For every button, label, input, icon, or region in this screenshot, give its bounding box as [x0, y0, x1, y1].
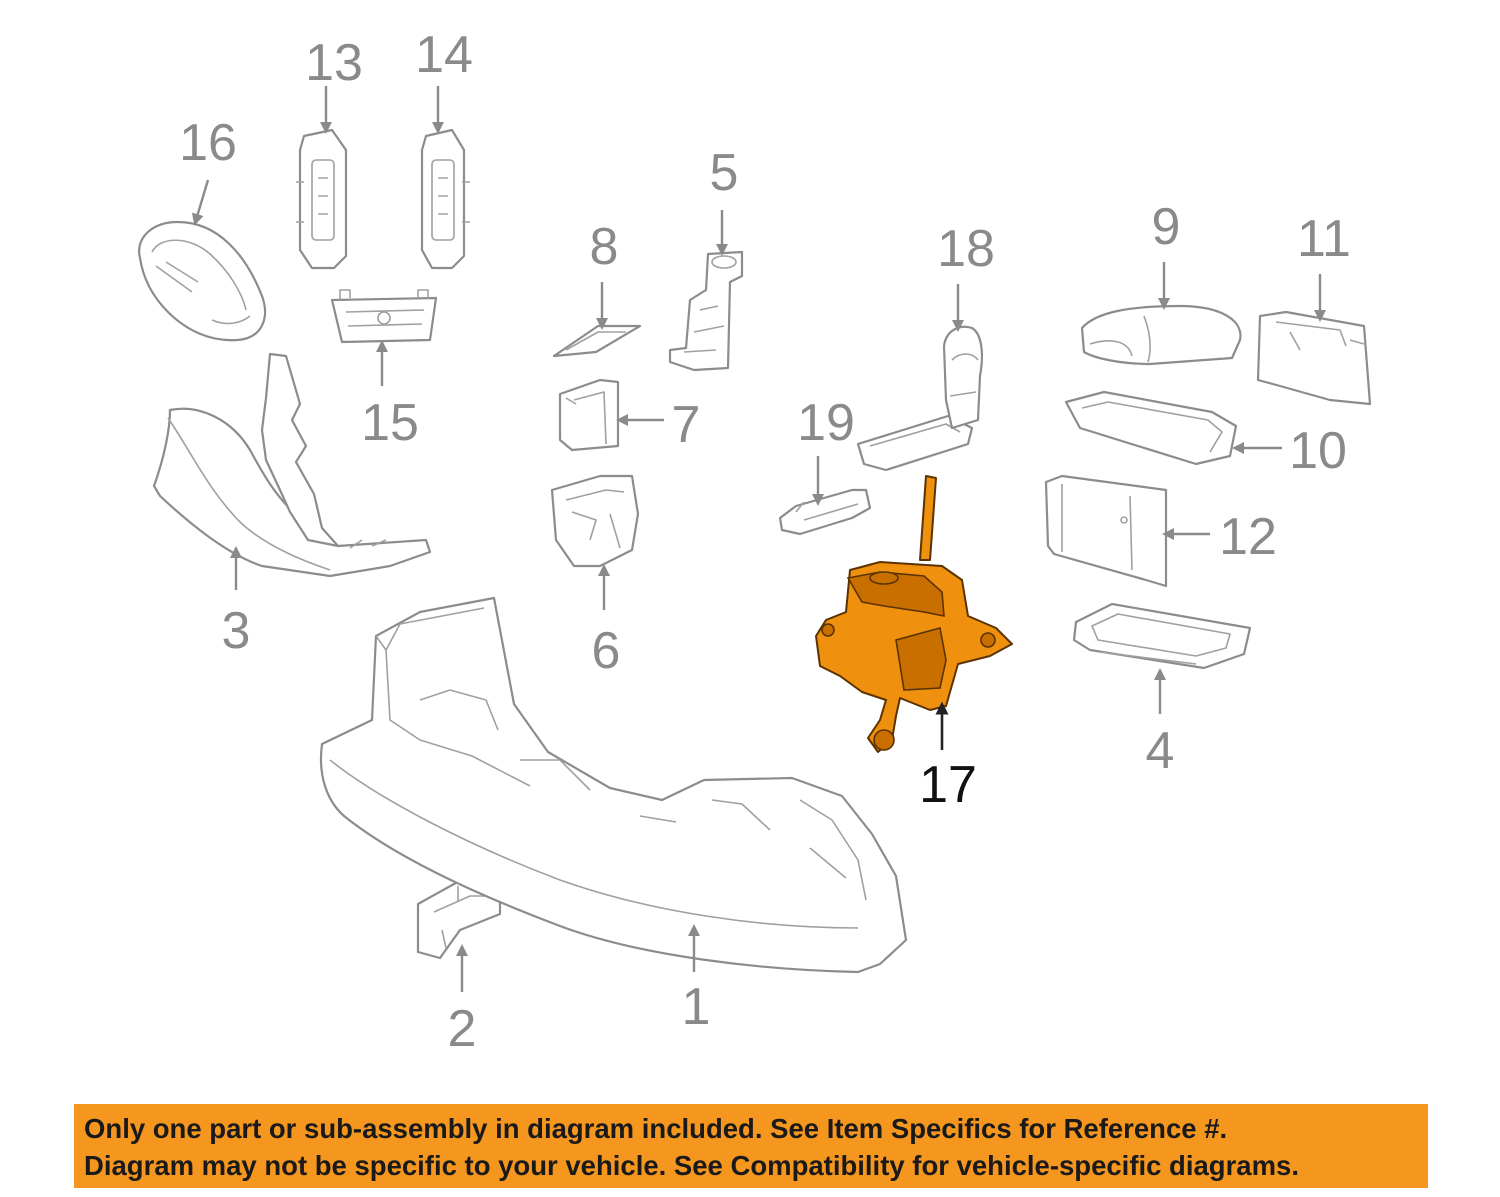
- part-12-side-bracket: [1044, 474, 1168, 588]
- leader-arrows: [191, 86, 1326, 992]
- callout-8: 8: [590, 218, 619, 276]
- part-3-console-trim: [152, 352, 432, 578]
- callout-2: 2: [448, 1000, 477, 1058]
- disclaimer-banner: Only one part or sub-assembly in diagram…: [74, 1104, 1428, 1188]
- disclaimer-line-2: Diagram may not be specific to your vehi…: [84, 1150, 1299, 1181]
- callout-18: 18: [937, 220, 995, 278]
- part-19-switch: [778, 488, 872, 536]
- callout-labels: 16 13 14 15 3 8 5 7 6 19 18 9 11 10 12 4…: [179, 26, 1351, 1058]
- callout-6: 6: [592, 622, 621, 680]
- part-9-armrest-lid: [1080, 304, 1242, 366]
- callout-14: 14: [415, 26, 473, 84]
- part-13-switch-panel: [296, 128, 348, 270]
- part-1-center-console: [319, 596, 908, 974]
- callout-11: 11: [1297, 210, 1351, 268]
- callout-15: 15: [361, 394, 419, 452]
- callout-9: 9: [1152, 198, 1181, 256]
- callout-12: 12: [1219, 508, 1277, 566]
- callout-17: 17: [919, 756, 977, 814]
- parts-diagram: 16 13 14 15 3 8 5 7 6 19 18 9 11 10 12 4…: [138, 26, 1372, 1058]
- callout-7: 7: [672, 396, 701, 454]
- part-17-gear-shift-assembly: [815, 475, 1013, 753]
- part-16-shifter-bezel: [138, 220, 267, 342]
- callout-5: 5: [710, 144, 739, 202]
- callout-4: 4: [1146, 722, 1175, 780]
- part-8-bracket-plate: [552, 324, 642, 358]
- callout-10: 10: [1289, 422, 1347, 480]
- callout-3: 3: [222, 602, 251, 660]
- callout-13: 13: [305, 34, 363, 92]
- callout-1: 1: [682, 978, 711, 1036]
- part-11-side-panel: [1256, 310, 1372, 406]
- part-6-holder-bracket: [550, 474, 640, 568]
- part-4-lower-tray: [1072, 602, 1252, 670]
- part-10-storage-tray: [1064, 390, 1238, 466]
- part-7-insert: [558, 378, 620, 452]
- part-5-support-bracket: [668, 250, 744, 372]
- callout-16: 16: [179, 114, 237, 172]
- part-18-shift-knob: [856, 325, 983, 472]
- callout-19: 19: [797, 394, 855, 452]
- part-15-control-switch: [330, 289, 438, 344]
- part-14-switch-panel: [420, 128, 470, 270]
- disclaimer-line-1: Only one part or sub-assembly in diagram…: [84, 1113, 1228, 1144]
